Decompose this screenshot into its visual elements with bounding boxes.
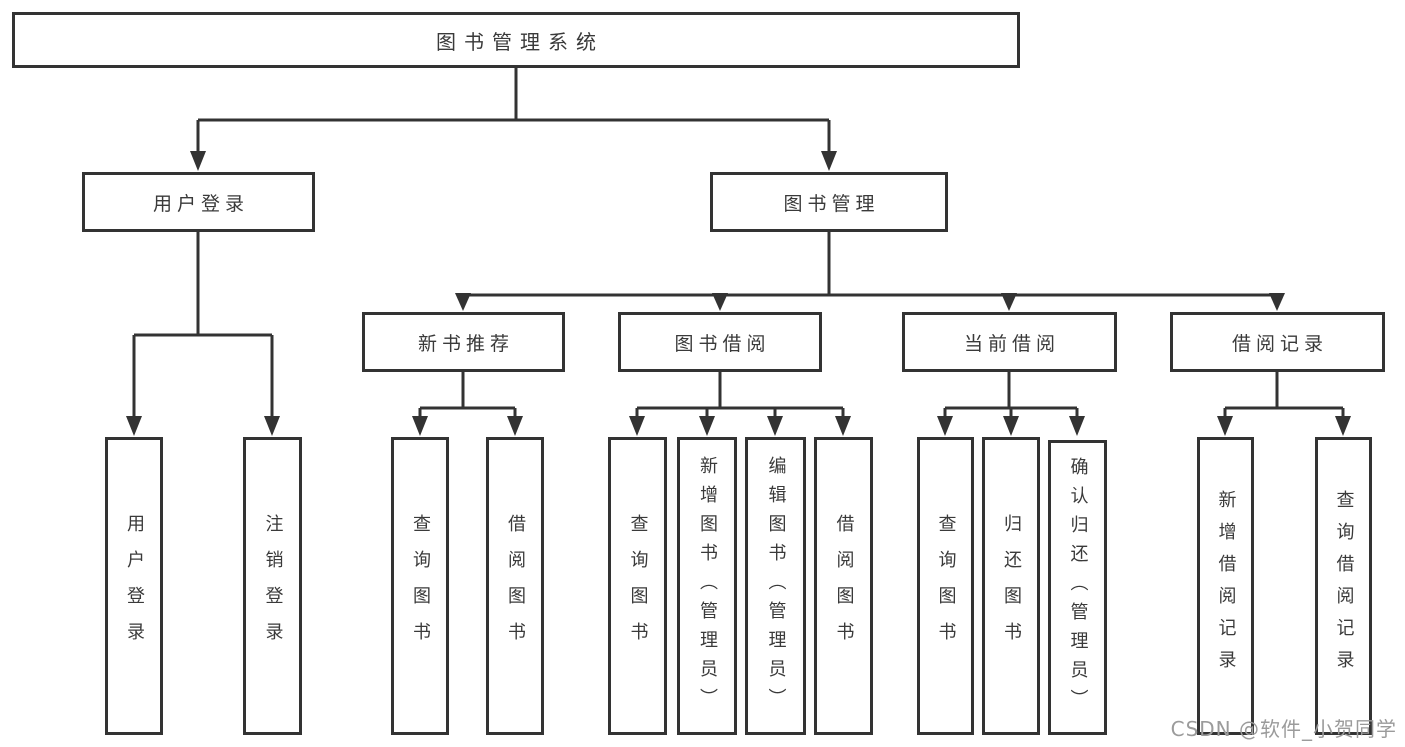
leaf-logout: 注销登录	[243, 437, 302, 735]
leaf-query-book-recommend: 查询图书	[391, 437, 449, 735]
leaf-confirm-return-admin: 确认归还（管理员）	[1048, 440, 1107, 735]
leaf-borrow-book: 借阅图书	[814, 437, 873, 735]
node-new-book-recommend: 新书推荐	[362, 312, 565, 372]
leaf-query-book-borrow: 查询图书	[608, 437, 667, 735]
node-user-login: 用户登录	[82, 172, 315, 232]
leaf-query-borrow-record: 查询借阅记录	[1315, 437, 1372, 735]
leaf-query-book-current: 查询图书	[917, 437, 974, 735]
node-root-system: 图书管理系统	[12, 12, 1020, 68]
csdn-watermark: CSDN @软件_小贺同学	[1170, 717, 1397, 741]
leaf-add-borrow-record: 新增借阅记录	[1197, 437, 1254, 735]
leaf-borrow-book-recommend: 借阅图书	[486, 437, 544, 735]
leaf-edit-book-admin: 编辑图书（管理员）	[745, 437, 806, 735]
node-borrow-record: 借阅记录	[1170, 312, 1385, 372]
leaf-return-book: 归还图书	[982, 437, 1040, 735]
leaf-add-book-admin: 新增图书（管理员）	[677, 437, 737, 735]
leaf-user-login: 用户登录	[105, 437, 163, 735]
node-current-borrow: 当前借阅	[902, 312, 1117, 372]
node-book-borrow: 图书借阅	[618, 312, 822, 372]
node-book-management: 图书管理	[710, 172, 948, 232]
